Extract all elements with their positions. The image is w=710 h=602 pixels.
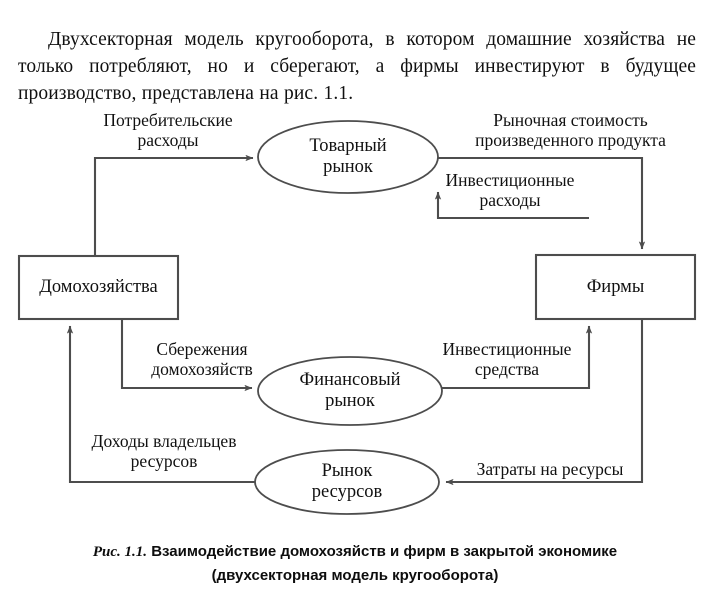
node-firms-label-line1: Фирмы: [586, 277, 645, 297]
edge-consumer-spending-label-line2: расходы: [137, 130, 199, 151]
edge-household-savings-label: Сбережения домохозяйств: [128, 339, 276, 380]
node-financial-market-label: Финансовый рынок: [258, 370, 442, 413]
edge-investment-funds-label: Инвестиционные средства: [424, 339, 590, 380]
node-financial-market-label-line2: рынок: [325, 391, 375, 412]
circular-flow-figure: Домохозяйства Фирмы Товарный рынок Финан…: [0, 96, 710, 536]
figure-caption-line2: (двухсекторная модель кругооборота): [211, 567, 499, 584]
edge-investment-spending-label: Инвестиционные расходы: [423, 170, 597, 211]
edge-market-value-label: Рыночная стоимость произведенного продук…: [451, 110, 690, 151]
node-firms-shape: [534, 253, 697, 321]
node-goods-market-label-line1: Товарный: [309, 136, 387, 156]
edge-market-value-line: [438, 156, 646, 250]
node-financial-market-shape: [257, 356, 443, 426]
edge-household-savings-line: [120, 319, 253, 392]
node-resource-market-label: Рынок ресурсов: [255, 461, 439, 504]
edge-investment-spending-line: [434, 191, 589, 220]
edge-resource-income-label-line1: Доходы владельцев: [91, 431, 237, 451]
edge-resource-costs-line: [445, 319, 644, 486]
edge-consumer-spending-label: Потребительские расходы: [78, 110, 258, 151]
edge-investment-funds-label-line2: средства: [474, 359, 540, 380]
edge-investment-funds-label-line1: Инвестиционные: [442, 339, 572, 359]
node-households-label-line1: Домохозяйства: [39, 277, 158, 297]
edge-consumer-spending-label-line1: Потребительские: [103, 110, 233, 130]
intro-paragraph: Двухсекторная модель кругооборота, в кот…: [18, 28, 696, 104]
node-households-shape: [17, 254, 180, 321]
edge-household-savings-label-line2: домохозяйств: [151, 359, 253, 380]
figure-caption-line1: Взаимодействие домохозяйств и фирм в зак…: [151, 543, 618, 560]
node-resource-market-label-line2: ресурсов: [311, 482, 383, 503]
edge-consumer-spending-line: [93, 154, 254, 256]
node-goods-market-label-line2: рынок: [323, 157, 373, 178]
node-goods-market-label: Товарный рынок: [258, 136, 438, 179]
edge-investment-spending-label-line2: расходы: [479, 190, 541, 211]
edge-resource-income-label: Доходы владельцев ресурсов: [70, 431, 258, 472]
figure-caption: Рис. 1.1. Взаимодействие домохозяйств и …: [40, 540, 670, 587]
edge-market-value-label-line1: Рыночная стоимость: [493, 110, 648, 130]
edge-resource-costs-label: Затраты на ресурсы: [455, 459, 645, 479]
edge-resource-income-line: [66, 325, 255, 484]
node-financial-market-label-line1: Финансовый: [299, 370, 401, 390]
edge-resource-income-label-line2: ресурсов: [130, 451, 198, 472]
edge-investment-funds-line: [442, 325, 593, 390]
node-firms-label: Фирмы: [536, 277, 695, 298]
node-resource-market-label-line1: Рынок: [321, 461, 373, 481]
edge-market-value-label-line2: произведенного продукта: [475, 130, 666, 151]
edge-investment-spending-label-line1: Инвестиционные: [445, 170, 575, 190]
edge-resource-costs-label-line1: Затраты на ресурсы: [476, 459, 624, 479]
diagram-canvas: [17, 120, 697, 515]
node-households-label: Домохозяйства: [19, 277, 178, 298]
figure-caption-number: Рис. 1.1.: [92, 544, 148, 560]
edge-household-savings-label-line1: Сбережения: [156, 339, 248, 359]
